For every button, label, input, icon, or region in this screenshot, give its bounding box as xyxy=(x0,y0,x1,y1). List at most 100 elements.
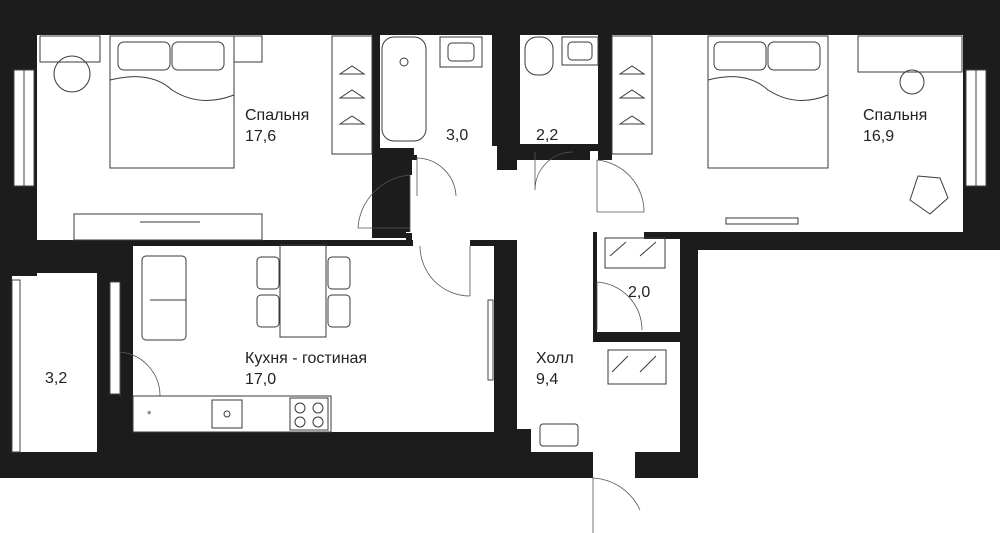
room-label-bedroom-right: Спальня 16,9 xyxy=(863,105,927,147)
doors xyxy=(119,151,645,533)
hall-floor-lower xyxy=(517,170,680,452)
wall-entry-right xyxy=(635,452,698,478)
chair-k-1 xyxy=(256,256,280,290)
hanger-closet-1 xyxy=(609,241,657,257)
window-kitchen xyxy=(109,281,121,395)
room-name: Кухня - гостиная xyxy=(245,350,368,367)
door-balcony xyxy=(119,351,161,397)
pillow-left-1 xyxy=(117,41,171,71)
wall-hall-small xyxy=(517,429,531,452)
sink-toilet xyxy=(561,36,599,66)
room-area: 3,0 xyxy=(446,127,469,144)
tv-stand-left xyxy=(73,213,263,241)
stove xyxy=(289,397,329,431)
hanger-left-2 xyxy=(338,89,366,99)
wall-balcony-right xyxy=(97,273,133,280)
chair-right xyxy=(899,69,925,95)
blanket-left xyxy=(109,76,235,101)
wall-bed-left-bottom xyxy=(37,240,133,246)
desk-left xyxy=(233,35,263,63)
bedroom-left-floor xyxy=(37,35,372,240)
room-label-toilet: 2,2 xyxy=(536,125,558,146)
kitchen-sink xyxy=(211,399,243,429)
chair-k-4 xyxy=(327,294,351,328)
armchair-right xyxy=(909,175,949,215)
chair-k-2 xyxy=(256,294,280,328)
wall-right-top xyxy=(963,0,1000,70)
bathtub xyxy=(381,36,427,142)
kitchen-floor xyxy=(133,245,494,432)
balcony-floor xyxy=(12,273,97,455)
wall-kitchen-right xyxy=(494,242,517,452)
tv-right xyxy=(725,217,799,225)
dining-table xyxy=(279,244,327,338)
blanket-right xyxy=(707,76,829,101)
room-label-bedroom-left: Спальня 17,6 xyxy=(245,105,309,147)
room-name: Холл xyxy=(536,350,574,367)
walls xyxy=(0,0,1000,478)
drain xyxy=(399,57,409,67)
wall-bath-bottom xyxy=(380,148,414,155)
room-area: 2,0 xyxy=(628,284,651,301)
wall-bath-toilet-v xyxy=(497,35,517,170)
hall-rail xyxy=(607,349,667,385)
door-bedroom-left xyxy=(357,174,411,232)
wardrobe-left xyxy=(331,35,373,155)
wall-bed-right-bottom xyxy=(644,232,980,239)
door-bedroom-right xyxy=(596,159,645,213)
closet-rail xyxy=(604,237,666,269)
room-area: 16,9 xyxy=(863,128,895,145)
room-area: 17,0 xyxy=(245,371,277,388)
wall-kitchen-top xyxy=(133,240,413,246)
wall-left-bottom xyxy=(0,186,37,276)
chair-left xyxy=(53,55,91,93)
door-closet xyxy=(596,281,643,331)
room-label-hall: Холл 9,4 xyxy=(536,348,574,390)
wardrobe-right xyxy=(611,35,653,155)
bed-left xyxy=(109,35,235,169)
wall-balcony-right2 xyxy=(97,396,133,455)
furniture: * xyxy=(39,35,963,447)
sofa xyxy=(141,255,187,341)
room-name: Спальня xyxy=(863,107,928,124)
desk-right xyxy=(857,35,963,73)
room-label-bathroom: 3,0 xyxy=(446,125,468,146)
room-label-closet: 2,0 xyxy=(628,282,650,303)
wall-toilet-bottom xyxy=(520,144,534,151)
window-kitchen-right xyxy=(487,299,494,381)
wall-bed-left-bath xyxy=(372,35,380,155)
bathroom-floor xyxy=(380,35,492,148)
entry-floor xyxy=(593,452,635,478)
bed-right xyxy=(707,35,829,169)
boiler-icon: * xyxy=(147,409,152,421)
shoe-cabinet xyxy=(539,423,579,447)
window-balcony xyxy=(11,279,21,453)
chair-k-3 xyxy=(327,256,351,290)
hanger-left-3 xyxy=(338,115,366,125)
sink-bath xyxy=(439,36,483,68)
room-area: 2,2 xyxy=(536,127,559,144)
room-area: 17,6 xyxy=(245,128,277,145)
door-bathroom xyxy=(416,157,457,197)
wall-toilet-bottom2 xyxy=(584,144,598,151)
kitchen-counter xyxy=(132,395,332,433)
wall-closet-top xyxy=(593,232,597,332)
room-name: Спальня xyxy=(245,107,310,124)
toilet-floor xyxy=(520,35,598,144)
wall-kitchen-hall xyxy=(470,240,517,246)
door-entry xyxy=(592,477,641,533)
hanger-left-1 xyxy=(338,65,366,75)
toilet-bowl xyxy=(524,36,554,76)
pillow-left-2 xyxy=(171,41,225,71)
windows xyxy=(11,69,987,453)
wall-toilet-bed xyxy=(598,35,612,160)
room-label-kitchen: Кухня - гостиная 17,0 xyxy=(245,348,367,390)
wall-right-bottom xyxy=(963,186,1000,250)
room-area: 3,2 xyxy=(45,370,68,387)
pillow-right-1 xyxy=(713,41,767,71)
nightstand-left xyxy=(39,35,101,63)
wall-left-top xyxy=(0,0,37,70)
room-label-balcony: 3,2 xyxy=(45,368,67,389)
wall-closet-mid xyxy=(593,332,680,342)
